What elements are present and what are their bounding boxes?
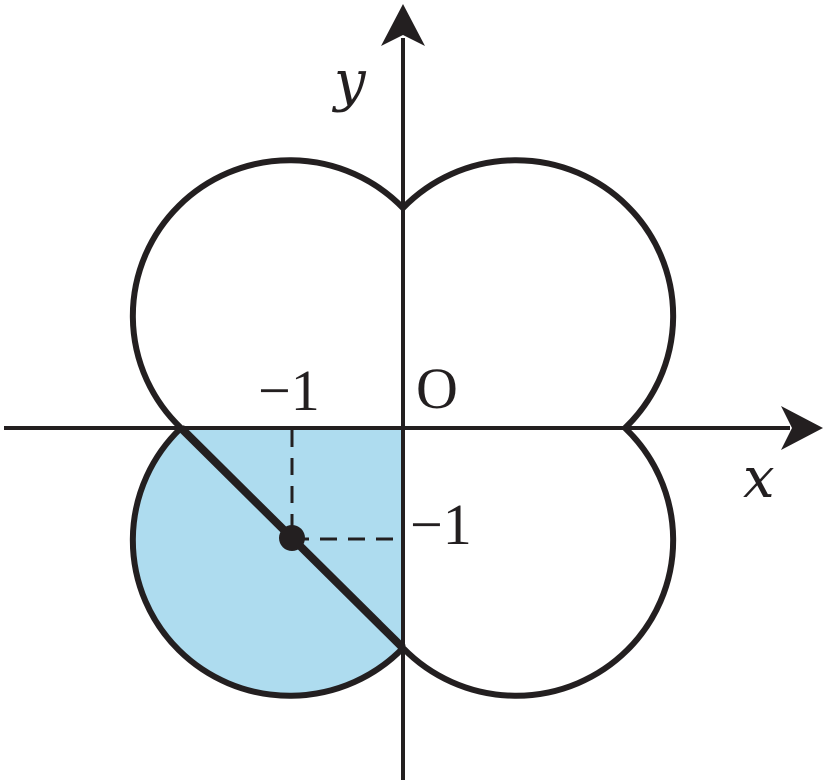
y-tick-label: −1 [410, 492, 472, 557]
marked-point-dot-icon [279, 525, 305, 551]
shaded-region [132, 428, 403, 696]
origin-label: O [416, 356, 458, 421]
x-axis-arrowhead-icon [781, 406, 823, 450]
x-tick-label: −1 [258, 358, 320, 423]
y-axis-label: y [331, 49, 367, 114]
y-axis-arrowhead-icon [381, 4, 425, 46]
x-axis-label: x [743, 446, 775, 511]
